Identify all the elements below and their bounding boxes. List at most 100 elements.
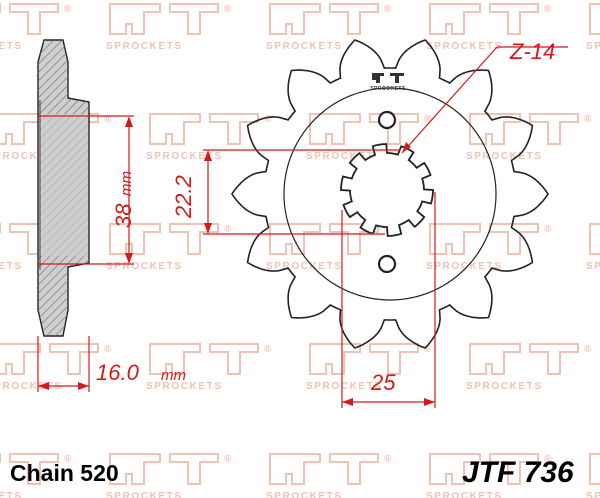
watermark-tile: SPROCKETS ®: [146, 343, 273, 392]
watermark-text: SPROCKETS: [146, 151, 223, 162]
watermark-text: SPROCKETS: [0, 491, 23, 498]
side-profile: [37, 39, 90, 337]
watermark-registered: ®: [264, 344, 273, 355]
watermark-registered: ®: [224, 4, 233, 15]
bolt-hole-top: [377, 110, 397, 130]
watermark-registered: ®: [544, 224, 553, 235]
watermark-logo: [269, 453, 379, 485]
watermark-registered: ®: [224, 454, 233, 465]
watermark-tile: SPROCKETS ®: [306, 343, 433, 392]
watermark-tile: SPROCKETS®: [466, 343, 591, 392]
watermark-tile: SPROCKETS ®: [0, 3, 73, 52]
offset-unit-label: mm: [161, 367, 186, 384]
watermark-registered: ®: [584, 114, 593, 125]
watermark-text: SPROCKETS: [426, 41, 503, 52]
watermark-text: SPROCKETS: [586, 261, 600, 272]
watermark-registered: ®: [384, 454, 393, 465]
watermark-registered: ®: [104, 114, 113, 125]
watermark-logo: [269, 3, 379, 35]
watermark-text: SPROCKETS: [466, 151, 543, 162]
watermark-text: SPROCKETS: [0, 41, 23, 52]
watermark-text: SPROCKETS: [426, 261, 503, 272]
watermark-logo: [109, 453, 219, 485]
watermark-logo: [429, 223, 539, 255]
watermark-text: SPROCKETS: [0, 261, 23, 272]
sprocket-outline: [231, 39, 549, 349]
watermark-logo: [429, 3, 539, 35]
watermark-tile: SPROCKETS ®: [426, 223, 553, 272]
bolt-hole-bottom: [377, 254, 397, 274]
spline-diameter-label: 22.2: [171, 175, 196, 219]
jt-logo: SPROCKETS: [370, 73, 406, 92]
watermark-logo: [309, 113, 419, 145]
watermark-text: SPROCKETS: [106, 261, 183, 272]
watermark-tile: SPROCKETS ®: [266, 3, 393, 52]
watermark-tile: SPROCKETS®: [106, 453, 233, 498]
watermark-text: SPROCKETS: [426, 491, 503, 498]
watermark-registered: ®: [544, 454, 553, 465]
profile-hatch-bottom: [38, 256, 89, 336]
watermark-text: SPROCKETS: [146, 381, 223, 392]
watermark-text: SPROCKETS: [266, 261, 343, 272]
watermark-tile: SPROCKETS®: [586, 453, 600, 498]
watermark-text: SPROCKETS: [466, 381, 543, 392]
watermark-logo: [469, 343, 579, 375]
watermark-registered: ®: [424, 114, 433, 125]
pitch-circle: [283, 87, 497, 301]
watermark-tile: SPROCKETS ®: [266, 453, 393, 498]
bolt-spacing-label: 25: [370, 370, 396, 395]
watermark-tile: SPROCKETS®: [586, 223, 600, 272]
watermark-tile: SPROCKETS ®: [146, 113, 273, 162]
watermark-logo: [589, 223, 600, 255]
hub-dimension: [38, 115, 134, 265]
spline-dimension: [203, 149, 400, 235]
profile-web: [38, 114, 89, 256]
profile-hatch-top: [38, 40, 89, 114]
watermark-registered: ®: [64, 454, 73, 465]
watermark-logo: [149, 343, 259, 375]
watermark-text: SPROCKETS: [0, 151, 63, 162]
watermark-tile: SPROCKETS ®: [106, 223, 233, 272]
watermark-registered: ®: [264, 114, 273, 125]
hub-unit-label: mm: [118, 171, 135, 196]
watermark-tile: SPROCKETS ®: [426, 453, 553, 498]
watermark-text: SPROCKETS: [586, 491, 600, 498]
bolt-dimension: [341, 192, 436, 408]
watermark-text: SPROCKETS: [306, 381, 383, 392]
watermark-logo: [429, 453, 539, 485]
watermark-registered: ®: [224, 224, 233, 235]
offset-label: 16.0: [96, 360, 140, 385]
watermark-tile: SPROCKETS ®: [0, 453, 73, 498]
watermark-logo: [309, 343, 419, 375]
watermark-registered: ®: [104, 344, 113, 355]
watermark-logo: [469, 113, 579, 145]
watermark-logo: [109, 3, 219, 35]
watermark-tile: SPROCKETS®: [426, 3, 551, 52]
teeth-label: Z-14: [509, 39, 555, 64]
watermark-logo: [0, 343, 99, 375]
watermark-text: SPROCKETS: [586, 41, 600, 52]
watermark-registered: ®: [64, 4, 73, 15]
spline-hole: [340, 143, 434, 237]
watermark-tile: SPROCKETS ®: [306, 113, 433, 162]
watermark-logo: [0, 3, 59, 35]
watermark-logo: [0, 453, 59, 485]
watermark-tile: SPROCKETS®: [106, 3, 233, 52]
logo-sprockets-text: SPROCKETS: [370, 86, 406, 92]
watermark-registered: ®: [384, 4, 393, 15]
teeth-leader: [401, 46, 568, 154]
hub-diameter-label: 38: [111, 203, 136, 228]
watermark-logo: [149, 113, 259, 145]
watermark-text: SPROCKETS: [266, 41, 343, 52]
watermark-tile: SPROCKETS ®: [0, 343, 113, 392]
chain-label: Chain 520: [10, 460, 119, 486]
watermark-tile: SPROCKETS®: [586, 3, 600, 52]
watermark-logo: [589, 3, 600, 35]
watermark-text: SPROCKETS: [0, 381, 63, 392]
watermark-text: SPROCKETS: [266, 491, 343, 498]
front-view: SPROCKETS: [231, 39, 549, 349]
watermark-text: SPROCKETS: [306, 151, 383, 162]
watermark-registered: ®: [424, 344, 433, 355]
